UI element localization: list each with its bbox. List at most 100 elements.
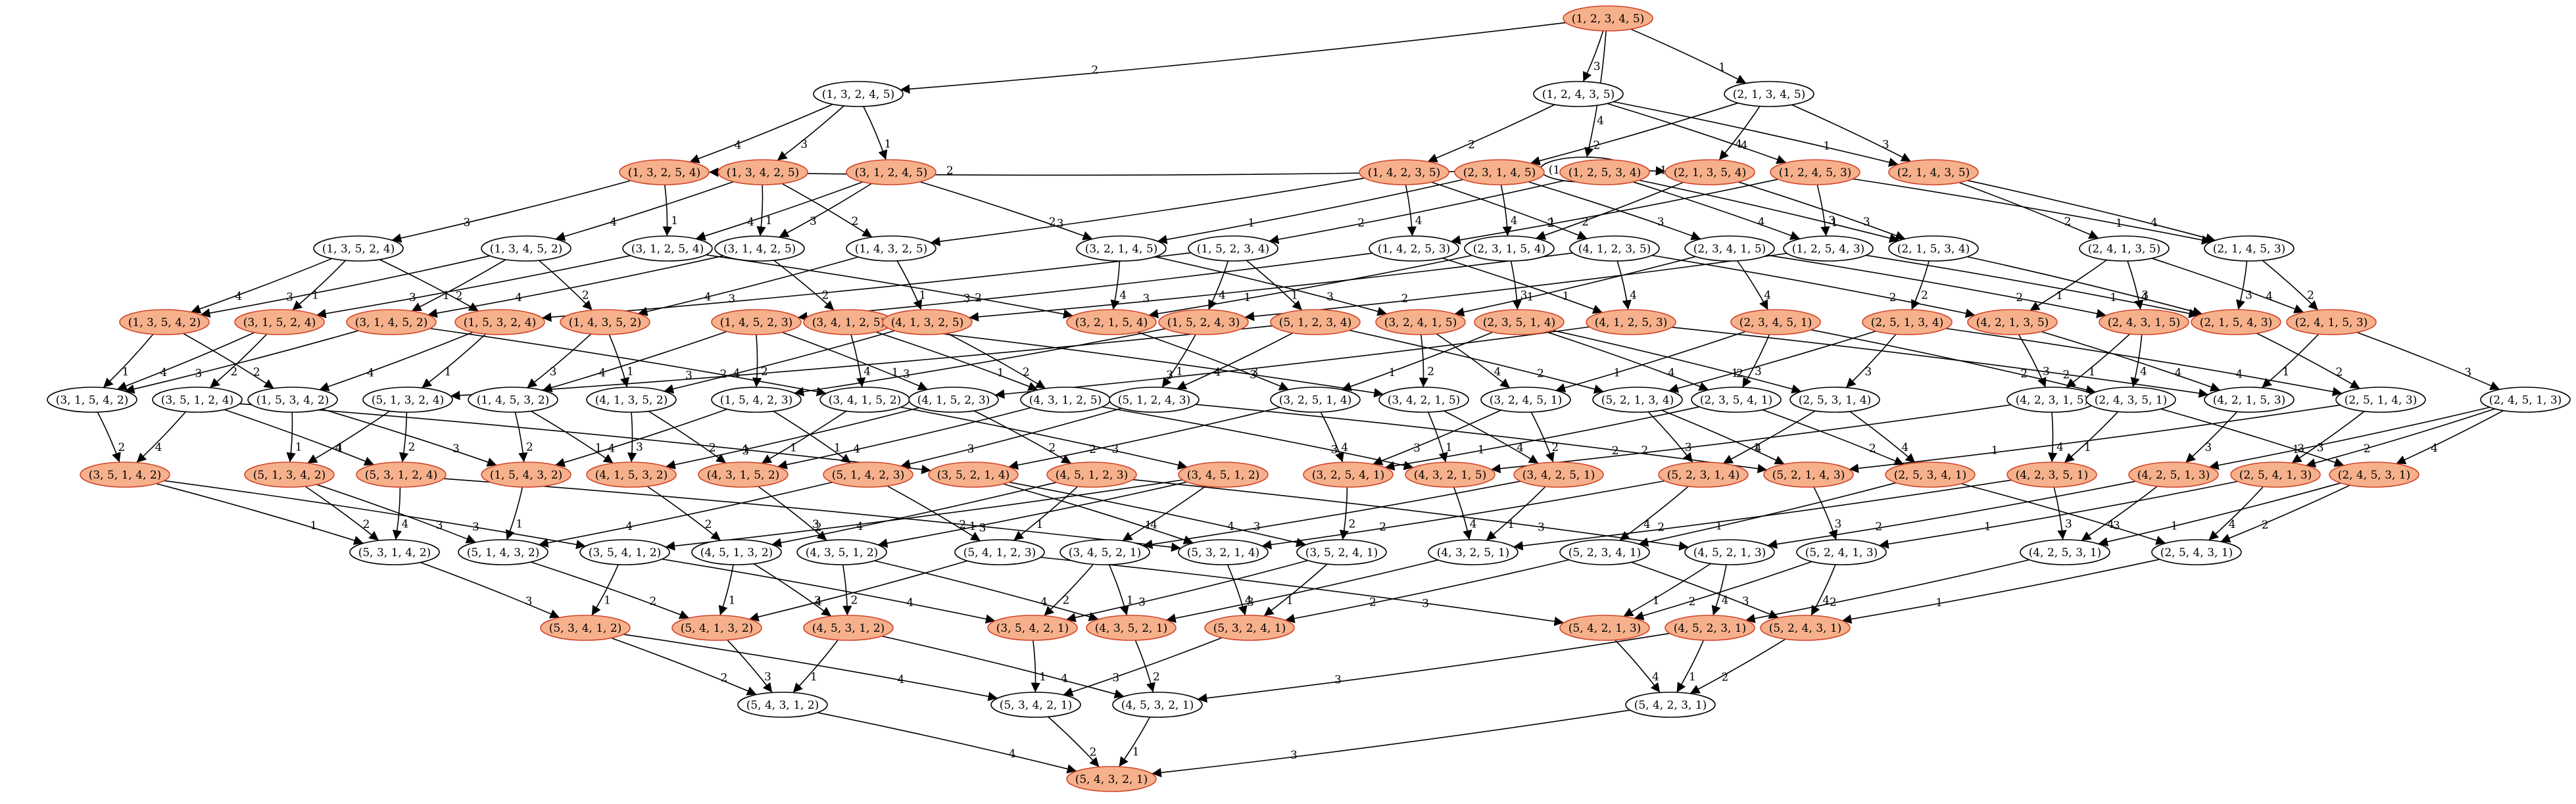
edge-label: 3: [1331, 443, 1338, 456]
node-label: (2, 5, 1, 3, 4): [1871, 316, 1944, 329]
edge-label: 1: [604, 594, 611, 607]
edge-14253-41253: [1442, 257, 1603, 314]
edge-label: 2: [408, 441, 416, 454]
node-label: (1, 2, 5, 4, 3): [1792, 243, 1865, 256]
edge-13245-13425: [777, 105, 844, 161]
edge-12534-21534: [1639, 179, 1899, 243]
edge-label: 1: [766, 214, 773, 227]
edge-label: 4: [2266, 290, 2273, 303]
node-41523: (4, 1, 5, 2, 3): [908, 387, 999, 413]
edge-label: 2: [1657, 521, 1665, 534]
edge-label: 1: [1478, 443, 1485, 456]
node-51432: (5, 1, 4, 3, 2): [458, 539, 548, 565]
highlighted-node-ellipse: [1066, 309, 1157, 335]
edge-label: 2: [363, 518, 370, 531]
node-45312: (4, 5, 3, 1, 2): [803, 615, 894, 641]
node-label: (3, 1, 5, 4, 2): [56, 394, 129, 407]
node-ellipse: [1112, 692, 1203, 718]
edge-32514-32541: [1320, 412, 1344, 463]
edge-label: 4: [1735, 138, 1742, 151]
node-54123: (5, 4, 1, 2, 3): [954, 539, 1045, 565]
edge-45321-54321: [1118, 717, 1151, 767]
node-14325: (1, 4, 3, 2, 5): [846, 235, 936, 262]
edge-21354-21534: [1738, 181, 1906, 241]
node-15243: (1, 5, 2, 4, 3): [1158, 309, 1249, 335]
edge-label: 2: [1049, 216, 1056, 229]
node-34512: (3, 4, 5, 1, 2): [1178, 461, 1269, 488]
edge-41523-45123: [973, 410, 1072, 464]
edge-label: 2: [1688, 596, 1695, 609]
edge-31524-31542: [116, 332, 255, 390]
edge-label: 1: [1127, 594, 1134, 607]
edge-label: 4: [2229, 518, 2236, 531]
edge-32451-34251: [1530, 412, 1555, 463]
edge-12453-14253: [1451, 178, 1778, 245]
edge-12543-15243: [1244, 252, 1787, 321]
node-label: (2, 4, 3, 1, 5): [2108, 316, 2181, 329]
edge-label: 1: [2056, 289, 2063, 302]
edge-45213-45231: [1711, 564, 1727, 616]
node-ellipse: [813, 81, 904, 107]
edge-14253-14523: [798, 252, 1373, 321]
highlighted-node-ellipse: [1888, 159, 1979, 185]
node-23145: (2, 3, 1, 4, 5): [1454, 159, 1545, 185]
edge-label: 2: [230, 366, 237, 379]
node-13542: (1, 3, 5, 4, 2): [119, 309, 210, 335]
edge-label: 3: [1593, 60, 1601, 73]
node-14523: (1, 4, 5, 2, 3): [711, 309, 802, 335]
node-ellipse: [152, 387, 243, 413]
edge-label: 3: [1882, 138, 1889, 151]
node-32451: (3, 2, 4, 5, 1): [1480, 387, 1571, 413]
edge-label: 4: [1741, 139, 1748, 152]
node-ellipse: [2480, 387, 2571, 413]
edge-15432-51432: [505, 486, 523, 540]
edge-45123-54123: [1013, 486, 1079, 541]
edge-15234-15324: [541, 252, 1192, 322]
edge-label: 3: [800, 138, 808, 151]
node-label: (2, 4, 1, 5, 3): [2295, 316, 2368, 329]
node-ellipse: [1076, 235, 1167, 262]
node-31542: (3, 1, 5, 4, 2): [47, 387, 137, 413]
highlighted-node-ellipse: [2230, 461, 2321, 488]
node-35124: (3, 5, 1, 2, 4): [152, 387, 243, 413]
edge-14532-41532: [531, 410, 614, 464]
edge-32514-35214: [1008, 406, 1280, 470]
node-ellipse: [247, 387, 338, 413]
edge-label: 3: [1834, 518, 1841, 531]
edge-23451-24351: [1810, 329, 2096, 394]
edge-label: 3: [1413, 442, 1421, 455]
edge-45123-45132: [771, 481, 1057, 548]
edge-21435-21453: [1967, 179, 2216, 243]
highlighted-node-ellipse: [586, 461, 677, 488]
node-21354: (2, 1, 3, 5, 4): [1665, 159, 1755, 185]
node-label: (3, 2, 5, 1, 4): [1279, 394, 1352, 407]
node-label: (1, 3, 5, 4, 2): [128, 316, 201, 329]
node-ellipse: [1178, 539, 1269, 565]
edge-31452-34152: [429, 327, 827, 396]
node-label: (4, 3, 5, 1, 2): [806, 546, 879, 559]
edge-label: 2: [1593, 139, 1601, 153]
node-25341: (2, 5, 3, 4, 1): [1885, 461, 1976, 488]
highlighted-node-ellipse: [698, 461, 789, 488]
edge-23514-32514: [1341, 331, 1494, 391]
edge-label: 2: [1401, 292, 1409, 305]
node-ellipse: [1724, 81, 1814, 107]
node-13524: (1, 3, 5, 2, 4): [313, 235, 404, 262]
edge-label: 4: [853, 443, 860, 456]
node-label: (3, 4, 5, 1, 2): [1187, 469, 1260, 482]
node-label: (2, 4, 5, 1, 3): [2489, 394, 2562, 407]
edge-35421-53421: [1031, 640, 1040, 693]
edge-34125-34215: [888, 327, 1384, 398]
edge-label: 2: [721, 671, 728, 684]
node-label: (5, 4, 1, 3, 2): [681, 622, 754, 635]
edge-label: 3: [2113, 519, 2120, 532]
node-label: (5, 2, 4, 3, 1): [1769, 622, 1842, 635]
node-label: (4, 2, 5, 3, 1): [2029, 546, 2102, 559]
edge-25341-52341: [1638, 482, 1897, 547]
node-34251: (3, 4, 2, 5, 1): [1513, 461, 1604, 488]
node-14235: (1, 4, 2, 3, 5): [1359, 159, 1449, 185]
edge-label: 4: [335, 441, 342, 454]
edge-label: 2: [850, 594, 858, 607]
node-ellipse: [458, 539, 548, 565]
edge-label: 1: [2084, 441, 2091, 454]
